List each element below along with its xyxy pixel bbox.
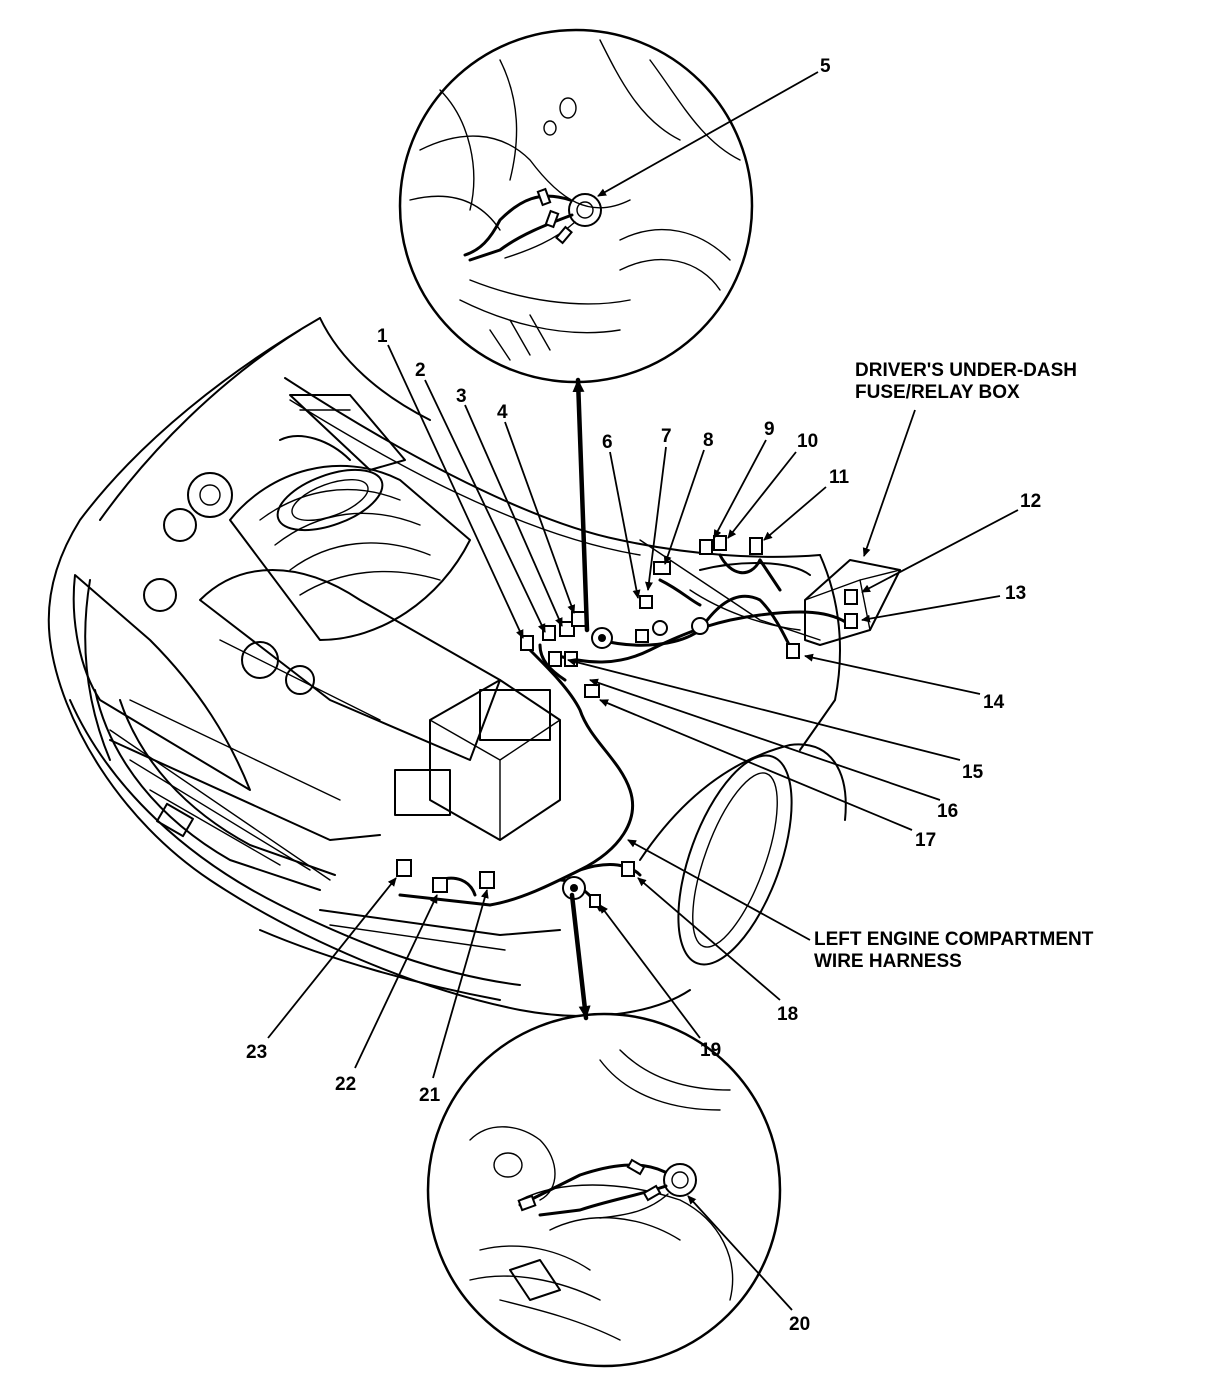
callout-20: 20 bbox=[789, 1314, 810, 1335]
callout-10: 10 bbox=[797, 431, 818, 452]
harness-caption-line1: LEFT ENGINE COMPARTMENT bbox=[814, 929, 1094, 950]
callout-14: 14 bbox=[983, 692, 1005, 713]
engine-compartment bbox=[109, 394, 561, 841]
callout-2: 2 bbox=[415, 360, 426, 381]
callout-8: 8 bbox=[703, 430, 714, 451]
callout-6: 6 bbox=[602, 432, 613, 453]
bottom-detail-inset bbox=[426, 1012, 782, 1368]
callout-3: 3 bbox=[456, 386, 467, 407]
callout-18: 18 bbox=[777, 1004, 798, 1025]
callout-labels: 1 2 3 4 5 6 7 8 9 10 11 12 13 14 15 16 1… bbox=[246, 56, 1094, 1335]
harness-caption-line2: WIRE HARNESS bbox=[814, 951, 962, 972]
fuse-box-caption-line1: DRIVER'S UNDER-DASH bbox=[855, 360, 1077, 381]
callout-5: 5 bbox=[820, 56, 831, 77]
top-detail-inset bbox=[398, 28, 754, 384]
callout-17: 17 bbox=[915, 830, 936, 851]
callout-16: 16 bbox=[937, 801, 958, 822]
callout-7: 7 bbox=[661, 426, 672, 447]
callout-9: 9 bbox=[764, 419, 775, 440]
callout-12: 12 bbox=[1020, 491, 1041, 512]
callout-11: 11 bbox=[829, 467, 850, 488]
inset-arrows bbox=[569, 377, 591, 1021]
connectors bbox=[396, 535, 858, 908]
callout-1: 1 bbox=[377, 326, 388, 347]
fuse-box-caption-line2: FUSE/RELAY BOX bbox=[855, 382, 1020, 403]
leader-lines bbox=[267, 71, 1019, 1311]
car-body bbox=[47, 317, 847, 1018]
callout-4: 4 bbox=[497, 402, 508, 423]
callout-23: 23 bbox=[246, 1042, 267, 1063]
callout-13: 13 bbox=[1005, 583, 1026, 604]
callout-21: 21 bbox=[419, 1085, 441, 1106]
callout-22: 22 bbox=[335, 1074, 356, 1095]
callout-15: 15 bbox=[962, 762, 984, 783]
callout-19: 19 bbox=[700, 1040, 721, 1061]
